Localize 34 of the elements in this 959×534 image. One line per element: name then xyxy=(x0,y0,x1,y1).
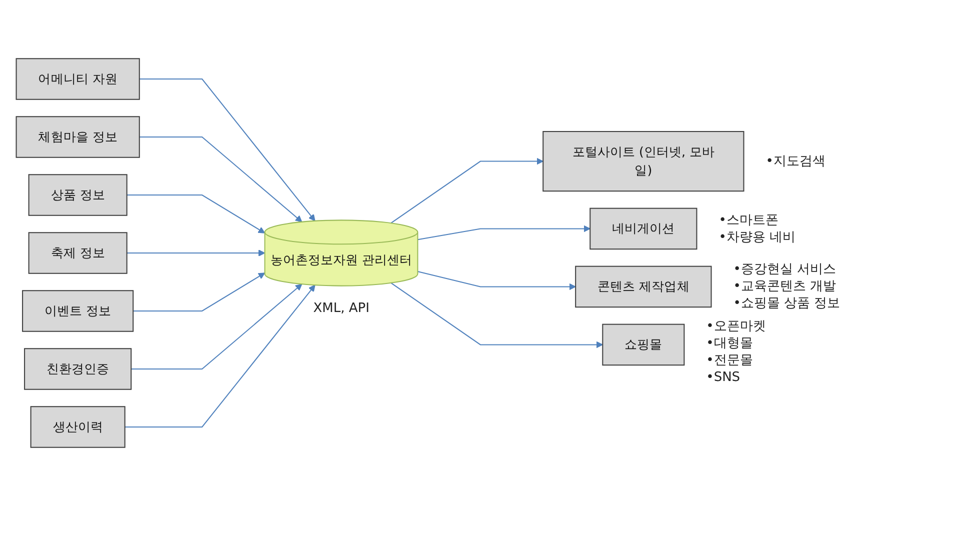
list-item: •교육콘텐츠 개발 xyxy=(733,278,838,296)
process-box: 생산이력 xyxy=(30,406,126,448)
list-item: •스마트폰 xyxy=(718,212,780,229)
arrow xyxy=(124,284,316,428)
arrow xyxy=(131,284,302,370)
arrow xyxy=(133,272,266,312)
process-box: 축제 정보 xyxy=(28,232,128,274)
arrow xyxy=(390,282,603,348)
list-item: •지도검색 xyxy=(766,152,826,170)
process-box: 어메니티 자원 xyxy=(16,58,140,100)
list-item: •전문몰 xyxy=(706,352,754,370)
list-item: •오픈마켓 xyxy=(706,318,766,336)
list-item: •대형몰 xyxy=(706,335,754,352)
arrow xyxy=(418,225,590,240)
process-box: 친환경인증 xyxy=(24,348,132,390)
arrow xyxy=(418,271,576,290)
format-note: XML, API xyxy=(313,300,370,317)
list-item: •쇼핑몰 상품 정보 xyxy=(733,295,840,312)
arrow xyxy=(126,194,266,234)
process-box: 네비게이션 xyxy=(590,208,698,250)
process-box: 체험마을 정보 xyxy=(16,116,140,158)
process-box: 포털사이트 (인터넷, 모바일) xyxy=(542,131,744,192)
process-box: 상품 정보 xyxy=(28,174,128,216)
arrow xyxy=(126,250,266,256)
database-cylinder: 농어촌정보자원 관리센터 xyxy=(264,220,418,286)
process-box: 이벤트 정보 xyxy=(22,290,134,332)
list-item: •SNS xyxy=(706,369,742,386)
arrow xyxy=(390,158,544,224)
list-item: •증강현실 서비스 xyxy=(733,261,838,278)
process-box: 콘텐츠 제작업체 xyxy=(575,266,712,308)
arrow xyxy=(139,136,302,222)
arrow xyxy=(139,78,316,222)
list-item: •차량용 네비 xyxy=(718,228,796,246)
process-box: 쇼핑몰 xyxy=(602,324,685,366)
